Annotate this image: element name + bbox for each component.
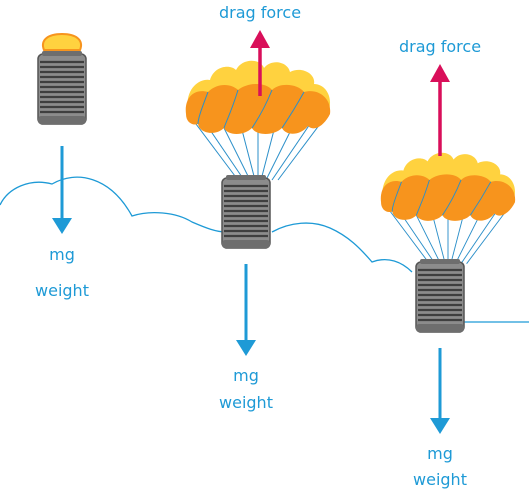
drag-arrow-2 — [250, 30, 270, 96]
deployed-parachute-2 — [185, 60, 331, 250]
mg-label-1: mg — [49, 245, 75, 264]
closed-parachute-pack — [42, 32, 82, 51]
deployed-parachute-3 — [380, 152, 516, 334]
drag-arrow-3 — [430, 64, 450, 156]
weight-arrow-3 — [430, 348, 450, 434]
drag-force-label-2: drag force — [218, 3, 302, 22]
weight-label-3: weight — [413, 470, 467, 489]
weight-arrow-1 — [52, 146, 72, 234]
weight-label-1: weight — [35, 281, 89, 300]
weight-label-2: weight — [219, 393, 273, 412]
mg-label-3: mg — [427, 444, 453, 463]
mg-label-2: mg — [233, 366, 259, 385]
falling-canister — [36, 32, 88, 126]
cloud-outline — [0, 176, 529, 323]
weight-arrow-2 — [236, 264, 256, 356]
drag-force-label-3: drag force — [398, 37, 482, 56]
